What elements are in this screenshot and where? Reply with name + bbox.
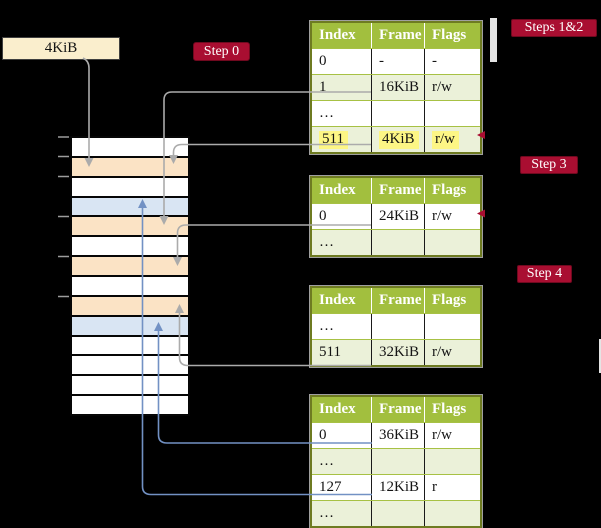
memory-frame-free [72,138,188,156]
step-4-label: Step 4 [526,266,563,281]
memory-frame-free [72,235,188,256]
memory-frame-free [72,175,188,196]
highlighted-value: 4KiB [379,130,419,149]
memory-frame-pagetable [72,294,188,315]
column-header: Frame [371,397,424,422]
column-header: Index [319,182,356,198]
column-header: Flags [424,23,480,48]
highlighted-value: r/w [432,130,459,149]
memory-frame-free [72,354,188,375]
memory-frame-pagetable [72,215,188,236]
table-cell [371,449,424,474]
column-header: Frame [371,288,424,313]
memory-frame-free [72,334,188,355]
table-cell: 16KiB [371,75,424,100]
table-cell: r/w [424,204,480,229]
steps-1-2-badge: Steps 1&2 [511,19,597,37]
step-4-badge: Step 4 [517,265,572,283]
table-cell: 511 [312,127,371,152]
table-cell: … [319,453,334,469]
table-cell: … [319,105,334,121]
table-row: … [312,313,480,339]
frame-size-box: 4KiB [2,37,120,60]
table-cell: 1 [319,79,327,95]
column-header: Frame [371,178,424,203]
table-row: … [312,448,480,474]
memory-frame-pagetable [72,255,188,276]
table-cell: r/w [424,340,480,365]
edge-artifact [490,18,497,62]
column-header: Index [319,292,356,308]
table-cell [371,101,424,126]
memory-frame-free [72,374,188,395]
column-header: Flags [424,288,480,313]
table-cell: 32KiB [371,340,424,365]
memory-frame-pagetable [72,155,188,176]
table-cell: 0 [319,53,327,69]
table-row: … [312,500,480,526]
address-ticks [58,136,69,298]
table-cell [371,230,424,255]
table-cell: - [424,49,480,74]
column-header: Flags [424,178,480,203]
table-cell: - [371,49,424,74]
table-cell: … [319,234,334,250]
table-cell [424,314,480,339]
step-0-badge: Step 0 [193,42,250,61]
table-cell [424,449,480,474]
frame-size-label: 4KiB [44,40,78,56]
table-cell: r/w [424,423,480,448]
table-cell: r/w [424,127,480,152]
table-cell: 511 [319,344,341,360]
table-cell: 12KiB [371,475,424,500]
table-cell [424,230,480,255]
table-cell [371,501,424,526]
memory-frame-free [72,275,188,295]
step-3-label: Step 3 [531,157,567,172]
step-0-label: Step 0 [203,43,240,59]
memory-frame-data [72,195,188,216]
memory-strip [70,136,190,416]
column-header: Frame [371,23,424,48]
table-cell: r/w [424,75,480,100]
column-header: Index [319,401,356,417]
table-cell [424,501,480,526]
memory-frame-free [72,394,188,415]
column-header: Index [319,27,356,43]
table-cell: 0 [319,427,327,443]
memory-frame-data [72,314,188,335]
table-cell [424,101,480,126]
column-header: Flags [424,397,480,422]
table-cell: 24KiB [371,204,424,229]
step-3-badge: Step 3 [520,156,578,174]
highlighted-value: 511 [319,130,348,149]
table-cell: 4KiB [371,127,424,152]
steps-1-2-label: Steps 1&2 [524,20,584,35]
table-cell: … [319,505,334,521]
table-row: 0 -- [312,48,480,74]
table-cell: 36KiB [371,423,424,448]
table-cell: 0 [319,208,327,224]
table-cell: r [424,475,480,500]
table-cell [371,314,424,339]
table-cell: … [319,318,334,334]
table-row: 511 4KiB r/w [312,126,480,152]
table-row: … [312,229,480,255]
table-row: … [312,100,480,126]
table-cell: 127 [319,479,342,495]
